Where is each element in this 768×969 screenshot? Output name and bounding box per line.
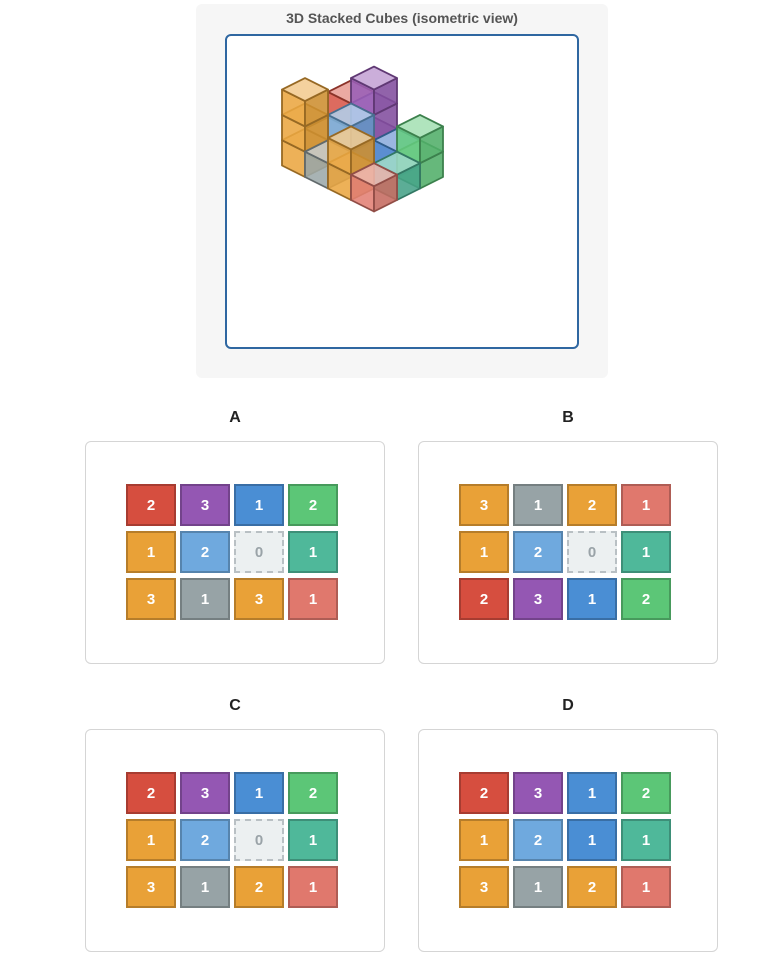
grid-cell: 3 (180, 484, 230, 526)
stacked-cubes-drawing (281, 65, 444, 213)
cube-face (327, 125, 375, 151)
grid-cell: 1 (180, 578, 230, 620)
grid-cell: 1 (621, 866, 671, 908)
grid-cell: 1 (180, 866, 230, 908)
grid-cell: 2 (288, 772, 338, 814)
grid-cell: 2 (288, 484, 338, 526)
grid-cell: 1 (621, 531, 671, 573)
isometric-viewer: 3D Stacked Cubes (isometric view) (196, 4, 608, 378)
cube-face (281, 77, 329, 102)
grid-cell: 1 (621, 819, 671, 861)
grid-cell: 2 (459, 772, 509, 814)
grid-cell: 2 (126, 484, 176, 526)
grid-cell: 2 (180, 819, 230, 861)
cube-face (350, 162, 398, 188)
option-label-a: A (229, 409, 241, 426)
grid-cell: 3 (180, 772, 230, 814)
grid-cell: 1 (288, 578, 338, 620)
option-label-b: B (562, 409, 574, 426)
cube-face (396, 114, 444, 139)
viewer-canvas (225, 34, 579, 349)
option-label-d: D (562, 697, 574, 714)
grid-cell: 2 (180, 531, 230, 573)
grid-cell: 1 (234, 484, 284, 526)
grid-cell: 1 (567, 578, 617, 620)
grid-cell: 2 (621, 772, 671, 814)
grid-cell: 1 (567, 819, 617, 861)
grid-cell: 1 (459, 819, 509, 861)
grid-cell: 1 (288, 531, 338, 573)
grid-cell: 1 (513, 484, 563, 526)
grid-cell: 1 (621, 484, 671, 526)
grid-cell: 2 (567, 484, 617, 526)
grid-cell: 2 (621, 578, 671, 620)
grid-cell: 2 (513, 531, 563, 573)
grid-cell: 3 (513, 578, 563, 620)
grid-cell: 1 (513, 866, 563, 908)
grid-cell: 2 (513, 819, 563, 861)
grid-cell: 2 (126, 772, 176, 814)
grid-cell: 3 (234, 578, 284, 620)
grid-cell: 1 (459, 531, 509, 573)
grid-cell: 2 (459, 578, 509, 620)
grid-cell: 3 (126, 866, 176, 908)
grid-cell: 1 (126, 531, 176, 573)
option-label-c: C (229, 697, 241, 714)
grid-cell: 1 (126, 819, 176, 861)
grid-cell: 1 (234, 772, 284, 814)
grid-cell: 3 (513, 772, 563, 814)
grid-cell: 0 (234, 531, 284, 573)
grid-cell: 1 (288, 866, 338, 908)
cube-face (350, 65, 398, 91)
grid-cell: 2 (234, 866, 284, 908)
grid-cell: 3 (126, 578, 176, 620)
grid-cell: 2 (567, 866, 617, 908)
viewer-title: 3D Stacked Cubes (isometric view) (286, 10, 518, 26)
grid-cell: 0 (234, 819, 284, 861)
grid-cell: 0 (567, 531, 617, 573)
grid-cell: 3 (459, 484, 509, 526)
grid-cell: 3 (459, 866, 509, 908)
grid-cell: 1 (567, 772, 617, 814)
grid-cell: 1 (288, 819, 338, 861)
